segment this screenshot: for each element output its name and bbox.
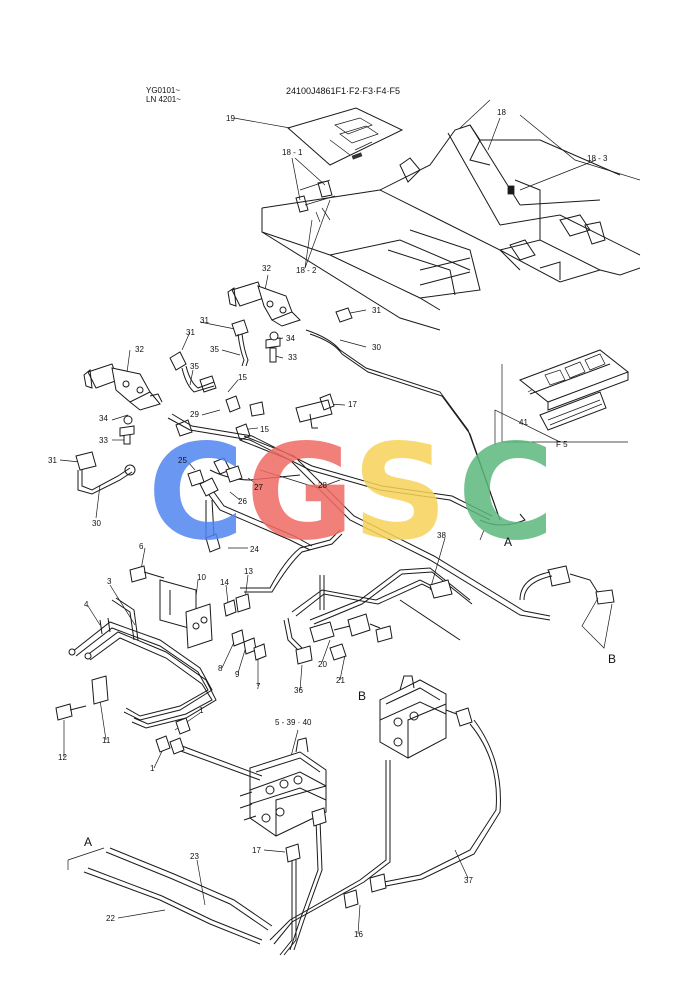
label-20: 20 [318, 660, 327, 669]
label-10: 10 [197, 573, 206, 582]
label-22: 22 [106, 914, 115, 923]
label-31-upper-left: 31 [200, 316, 209, 325]
label-37: 37 [464, 876, 473, 885]
label-1-upper: 1 [199, 706, 204, 715]
label-34-lower: 34 [99, 414, 108, 423]
label-18-3: 18 - 3 [587, 154, 608, 163]
label-11: 11 [102, 736, 111, 745]
label-27: 27 [254, 483, 263, 492]
label-32-lower: 32 [135, 345, 144, 354]
callout-B-right: B [608, 652, 617, 666]
label-26: 26 [238, 497, 247, 506]
bracket-parts [55, 565, 267, 721]
label-15-upper: 15 [238, 373, 247, 382]
label-16: 16 [354, 930, 363, 939]
label-33-upper: 33 [288, 353, 297, 362]
label-35-lower: 35 [190, 362, 199, 371]
callout-A-bottom: A [84, 835, 93, 849]
label-31-upper-right: 31 [372, 306, 381, 315]
solenoid-valve-32-right [227, 281, 301, 327]
label-12: 12 [58, 753, 67, 762]
label-18-1: 18 - 1 [282, 148, 303, 157]
label-30-lower: 30 [92, 519, 101, 528]
label-36: 36 [294, 686, 303, 695]
pipe-bundle-38 [240, 529, 473, 651]
label-35-upper: 35 [210, 345, 219, 354]
part-code: 24100J4861F1·F2·F3·F4·F5 [286, 86, 401, 96]
label-4: 4 [84, 600, 89, 609]
label-24: 24 [250, 545, 259, 554]
label-34-upper: 34 [286, 334, 295, 343]
label-38: 38 [437, 531, 446, 540]
label-18-2: 18 - 2 [296, 266, 317, 275]
label-31-mid: 31 [186, 328, 195, 337]
label-14: 14 [220, 578, 229, 587]
floor-mat-19 [286, 107, 404, 166]
control-valve-5 [155, 717, 327, 837]
label-18: 18 [497, 108, 506, 117]
inset-box-F5 [501, 349, 630, 443]
tee-fitting-20-21 [295, 613, 393, 665]
hose-to-B [519, 565, 615, 649]
label-3: 3 [107, 577, 112, 586]
label-21: 21 [336, 676, 345, 685]
frame-assembly-18 [261, 99, 641, 331]
label-15-lower: 15 [260, 425, 269, 434]
label-6: 6 [139, 542, 144, 551]
serial-range-1: YG0101~ [146, 86, 181, 95]
pipe-bundle-3-4 [68, 597, 217, 729]
label-17-upper: 17 [348, 400, 357, 409]
solenoid-valve-32-left [83, 363, 163, 411]
fittings-cluster-24-27 [187, 457, 243, 553]
rods-22-23 [67, 847, 273, 945]
label-29: 29 [190, 410, 199, 419]
label-8: 8 [218, 664, 223, 673]
label-17-lower: 17 [252, 846, 261, 855]
label-31-lower: 31 [48, 456, 57, 465]
label-30-upper: 30 [372, 343, 381, 352]
label-28: 28 [318, 481, 327, 490]
label-23: 23 [190, 852, 199, 861]
leader-lines [59, 117, 597, 935]
hoses-30 [77, 329, 551, 621]
label-1-lower: 1 [150, 764, 155, 773]
label-32-upper: 32 [262, 264, 271, 273]
bottom-hoses [269, 719, 501, 956]
pipes-35 [181, 333, 249, 393]
label-F5: F 5 [556, 440, 568, 449]
label-19: 19 [226, 114, 235, 123]
control-valve-B [379, 675, 473, 759]
label-5-39-40: 5 - 39 · 40 [275, 718, 312, 727]
serial-range-2: LN 4201~ [146, 95, 181, 104]
label-25: 25 [178, 456, 187, 465]
callout-B-mid: B [358, 689, 367, 703]
callout-A-top: A [504, 535, 513, 549]
label-33-lower: 33 [99, 436, 108, 445]
label-7: 7 [256, 682, 261, 691]
A-callout-curve [479, 513, 526, 526]
fittings-31-35 [75, 307, 353, 476]
label-9: 9 [235, 670, 240, 679]
label-41: 41 [519, 418, 528, 427]
label-13: 13 [244, 567, 253, 576]
